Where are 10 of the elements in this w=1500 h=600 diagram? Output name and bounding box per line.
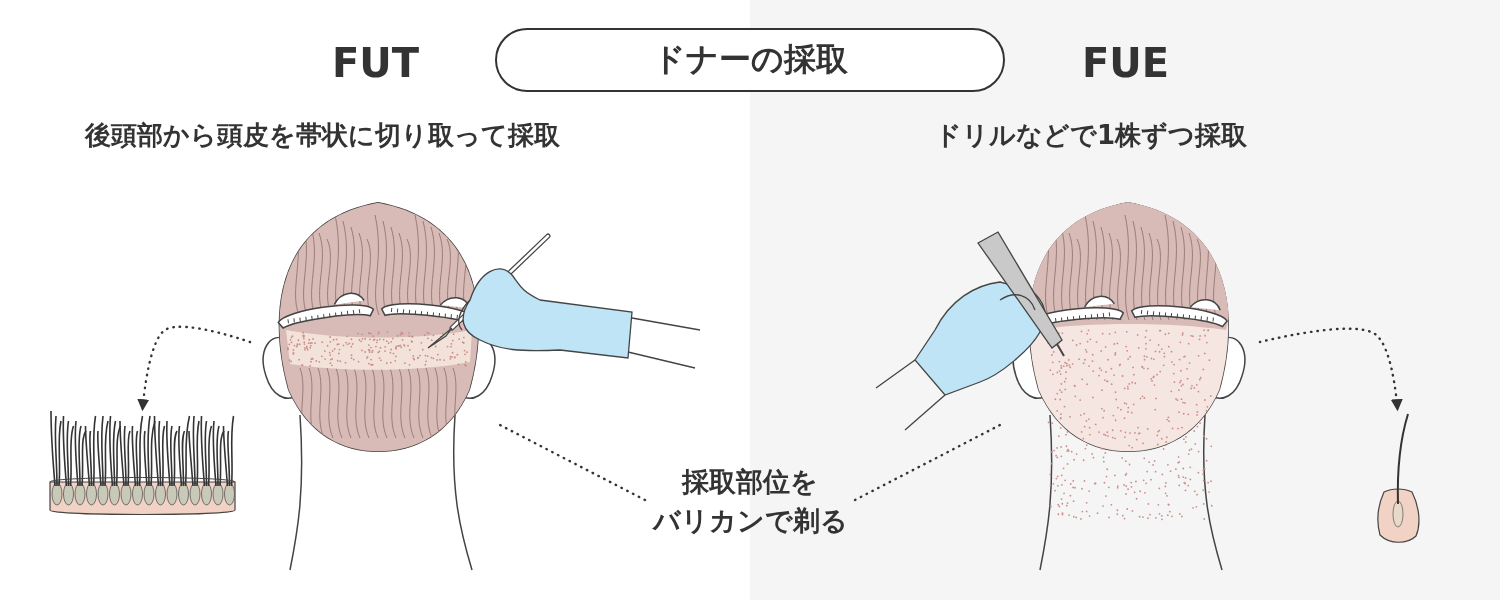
method-description: ドリルなどで1株ずつ採取 [935,119,1248,152]
method-description: 後頭部から頭皮を帯状に切り取って採取 [85,119,560,152]
method-heading: FUT [332,40,420,86]
dotted-arrow [137,325,252,412]
leader-line [853,423,1002,502]
note-text: 採取部位をバリカンで剃る [640,462,860,544]
dotted-arrow [1258,327,1403,412]
method-heading: FUE [1082,40,1170,86]
title-text: ドナーの採取 [495,28,1005,92]
leader-line [498,423,647,502]
